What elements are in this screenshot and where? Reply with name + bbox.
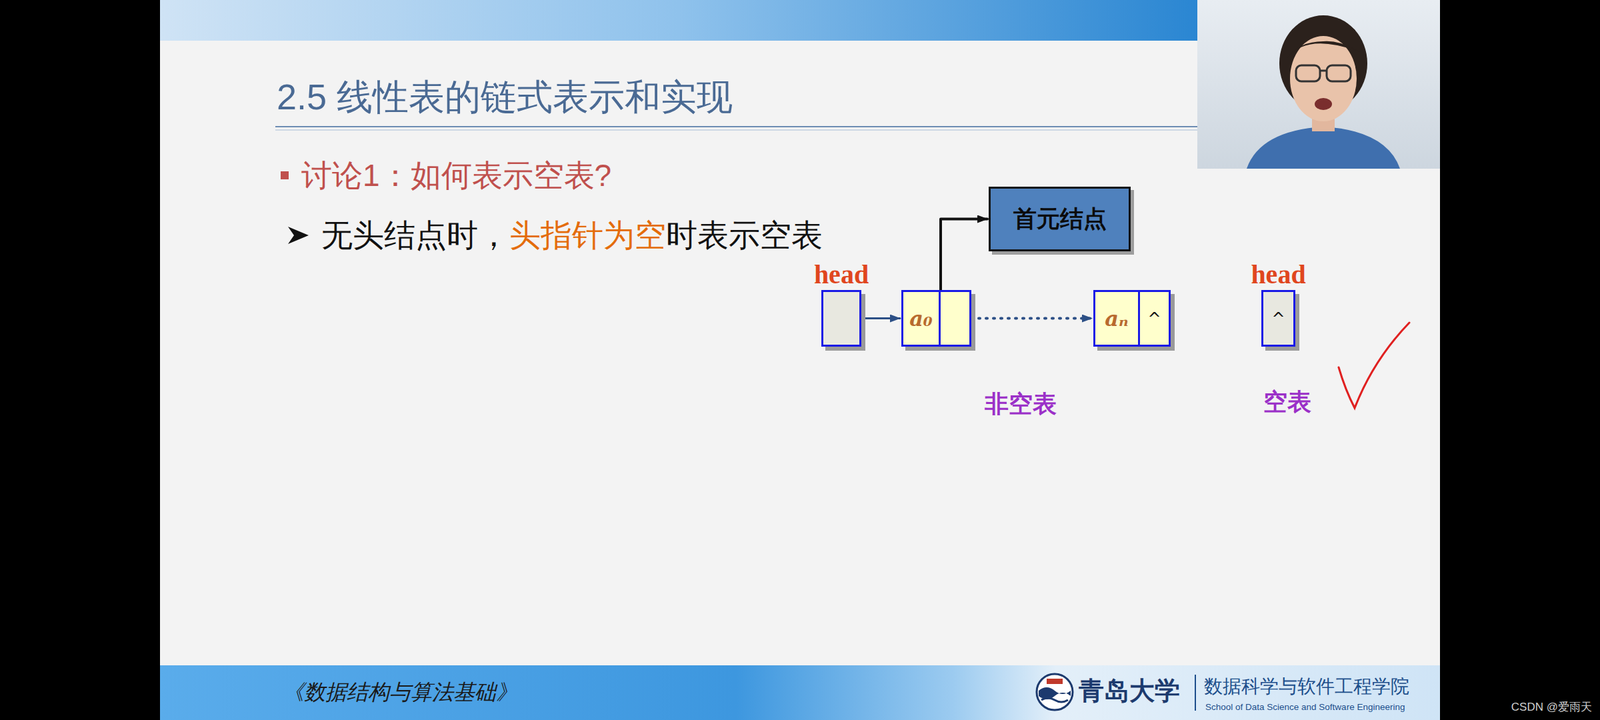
logo-wave [1041, 698, 1068, 702]
course-name: 《数据结构与算法基础》 [282, 680, 518, 705]
band-divider [1194, 674, 1196, 711]
bullet-text: 时表示空表 [666, 217, 823, 253]
element-name: a₀ [909, 306, 933, 332]
webcam-glasses [1326, 65, 1351, 82]
watermark: CSDN @爱雨天 [1511, 700, 1592, 714]
school-name-english: School of Data Science and Software Engi… [1205, 702, 1405, 713]
link-arrow [940, 219, 988, 291]
list-node: aₙ ^ [1093, 290, 1171, 347]
data-field: a₀ [903, 292, 941, 345]
pointer-field: ^ [1140, 292, 1169, 345]
top-band [160, 0, 1198, 41]
school-name: 数据科学与软件工程学院 [1204, 676, 1410, 698]
webcam-fringe [1286, 41, 1360, 59]
null-mark: ^ [1147, 309, 1161, 328]
bullet-arrow [288, 226, 309, 244]
webcam-face [1290, 36, 1357, 122]
bottom-band [160, 665, 1440, 720]
webcam-shirt [1246, 126, 1400, 169]
bullet-square [280, 171, 289, 180]
head-pointer: head^ [1261, 290, 1296, 347]
callout-box: 首元结点 [988, 186, 1131, 252]
slide-ground [160, 0, 1440, 720]
pointer-name: head [1250, 261, 1306, 288]
link-arrow [861, 317, 900, 320]
head-pointer: head [821, 290, 862, 347]
check-mark [1338, 322, 1410, 408]
webcam-glasses [1296, 65, 1320, 82]
webcam-mouth [1314, 98, 1332, 110]
slide-title: 2.5 线性表的链式表示和实现 [276, 76, 733, 118]
university-name: 青岛大学 [1078, 676, 1180, 706]
list-caption: 非空表 [984, 390, 1057, 418]
bullet-text: 无头结点时， [321, 217, 510, 253]
null-mark: ^ [1271, 309, 1285, 328]
pointer-field [940, 292, 970, 345]
bullet-highlight: 头指针为空 [509, 217, 666, 253]
university-logo [1036, 674, 1073, 710]
bullet-line: 无头结点时，头指针为空时表示空表 [321, 217, 823, 254]
title-rule [275, 130, 1198, 131]
list-node: a₀ [901, 290, 972, 347]
webcam-frame [1197, 0, 1440, 169]
data-field: aₙ [1095, 292, 1140, 345]
element-name: aₙ [1104, 306, 1128, 332]
logo-wave [1038, 687, 1071, 700]
discussion-heading: 讨论1：如何表示空表? [301, 158, 612, 194]
link-arrow [971, 317, 1092, 320]
pointer-name: head [814, 261, 869, 288]
logo-seal [1046, 678, 1063, 684]
list-caption: 空表 [1263, 388, 1312, 416]
title-rule [275, 126, 1198, 128]
webcam-glasses [1320, 70, 1327, 72]
box-text: 首元结点 [1013, 203, 1107, 235]
